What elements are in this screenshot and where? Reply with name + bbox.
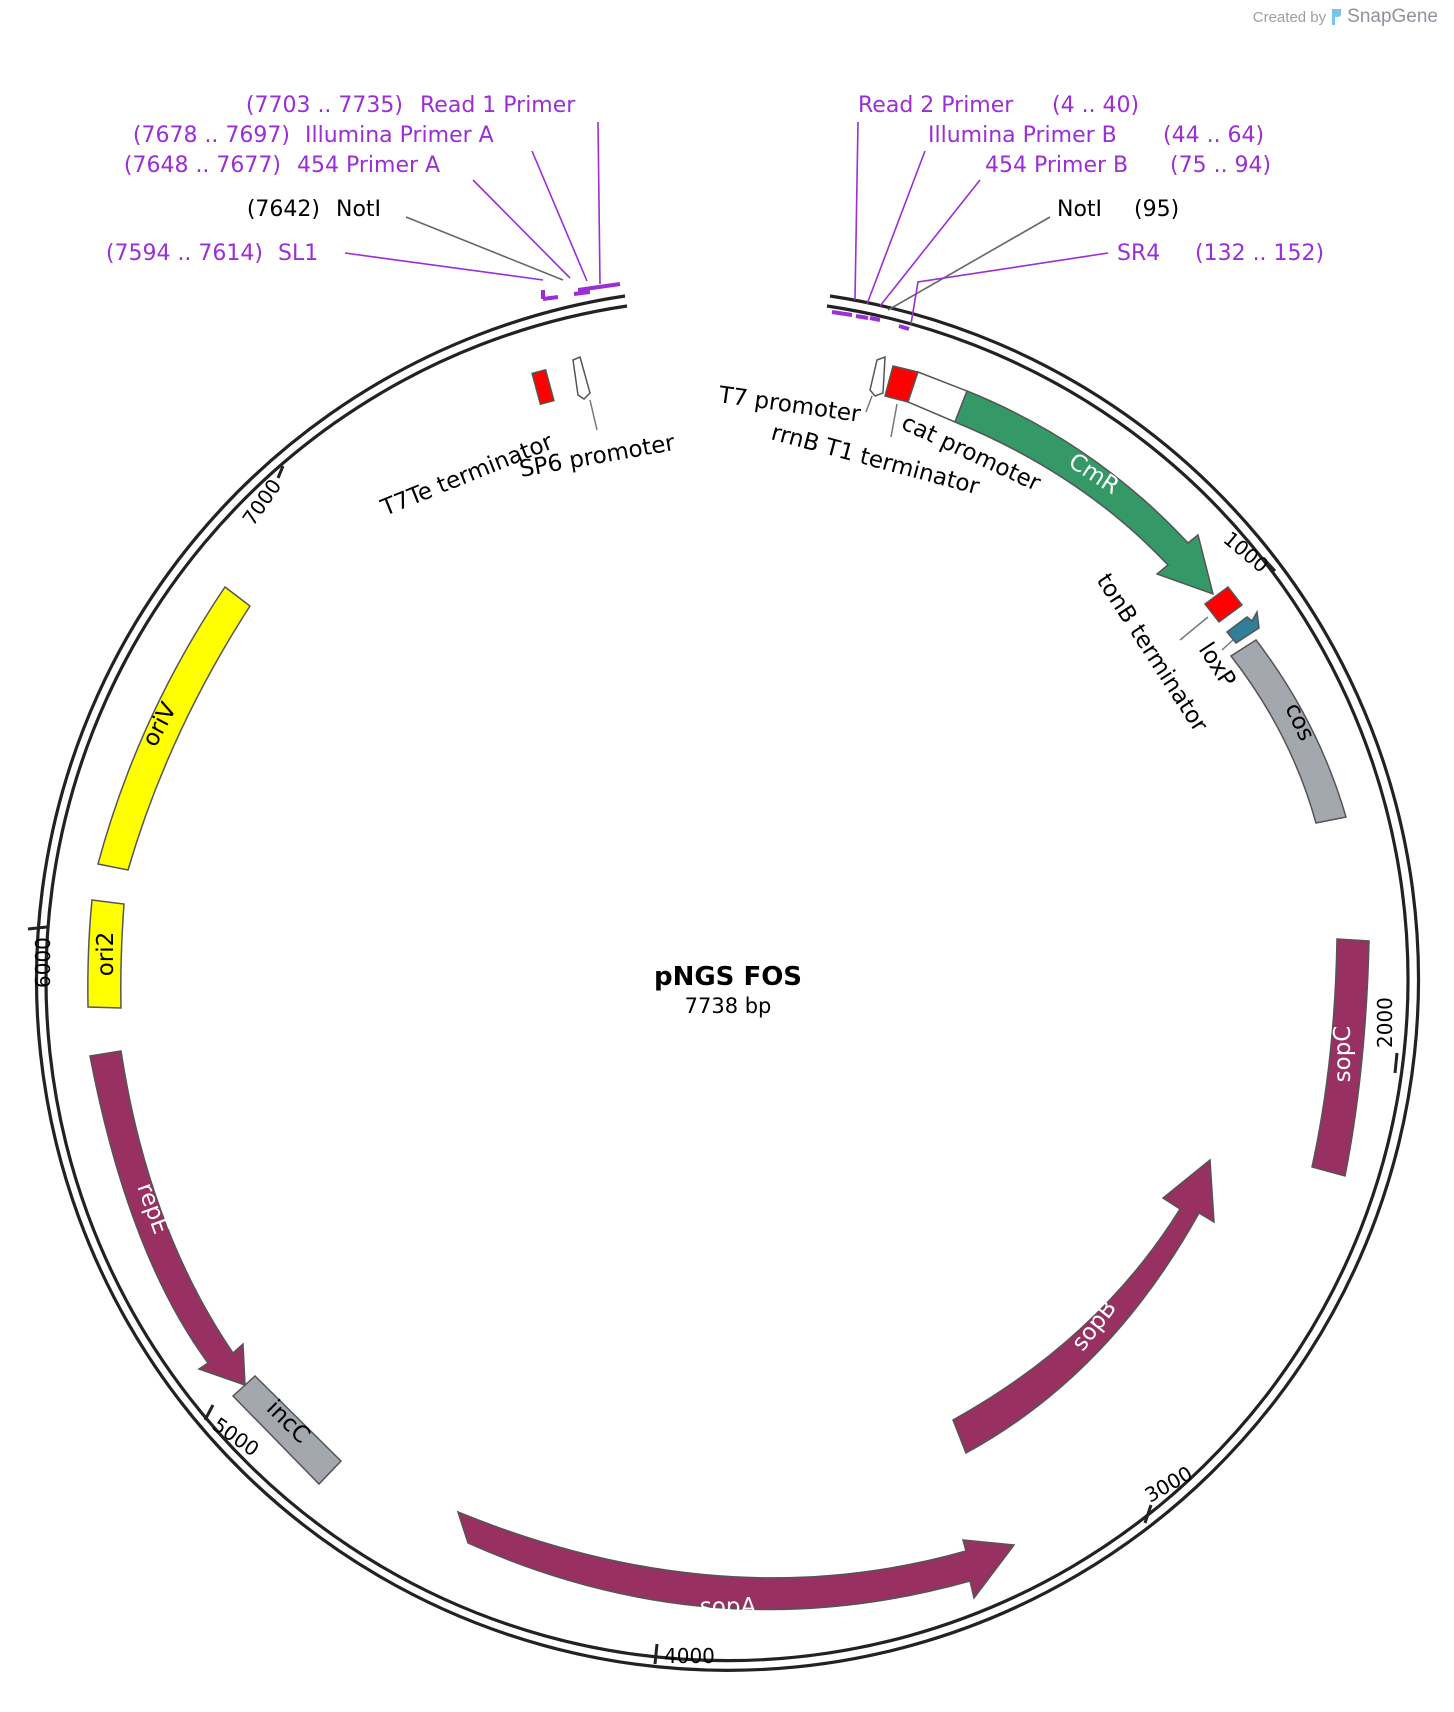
feature-sopb[interactable] (952, 1158, 1215, 1455)
outer-labels-right: Read 2 Primer (4 .. 40) Illumina Primer … (858, 93, 1324, 266)
feature-t7te-terminator[interactable] (531, 368, 555, 406)
tick-label-6000: 6000 (31, 937, 55, 988)
tick-2000 (1393, 1052, 1399, 1074)
tick-7000 (276, 465, 285, 479)
leader-sr4 (910, 252, 1109, 325)
label-454b-name: 454 Primer B (985, 153, 1128, 178)
label-ori2: ori2 (93, 932, 119, 977)
label-illumina-b-name: Illumina Primer B (928, 123, 1117, 148)
primer-mark-read2 (831, 310, 853, 317)
outer-leaders (344, 121, 1109, 325)
feature-loxp[interactable] (1225, 609, 1260, 644)
leader-454a (472, 179, 571, 279)
label-illumina-a-name: Illumina Primer A (305, 123, 494, 148)
primer-mark-454a (542, 295, 559, 301)
leader-read2 (854, 121, 859, 301)
feature-repe[interactable] (89, 1050, 246, 1387)
feature-t7-promoter[interactable] (869, 355, 886, 397)
primer-mark-illumina-b (855, 314, 869, 320)
snapgene-credit: Created by SnapGene (1253, 6, 1438, 28)
tick-3000 (1143, 1504, 1153, 1524)
label-notr-range: (95) (1134, 197, 1179, 222)
leader-sp6 (589, 399, 598, 431)
leader-454b (879, 179, 981, 307)
tick-marks (27, 465, 1399, 1665)
label-454a-range: (7648 .. 7677) (124, 153, 281, 178)
label-t7-promoter: T7 promoter (716, 382, 862, 428)
label-sl1-range: (7594 .. 7614) (106, 241, 263, 266)
leader-tonb (1179, 616, 1209, 641)
leader-read1 (597, 121, 601, 285)
tick-label-3000: 3000 (1141, 1461, 1197, 1507)
label-454b-range: (75 .. 94) (1170, 153, 1271, 178)
label-read1-range: (7703 .. 7735) (246, 93, 403, 118)
label-sl1-name: SL1 (278, 241, 318, 266)
backbone-inner-ring (44, 304, 1410, 1663)
leader-sl1 (344, 252, 544, 281)
label-sr4-name: SR4 (1117, 241, 1160, 266)
primer-marks (541, 282, 910, 331)
feature-sopc[interactable] (1311, 938, 1370, 1177)
leader-illumina-b (866, 150, 926, 305)
feature-sp6-promoter[interactable] (572, 355, 591, 400)
feature-sopa[interactable] (456, 1510, 1016, 1611)
primer-mark-illumina-a (573, 290, 591, 296)
label-sopa: sopA (700, 1594, 757, 1620)
inner-leaders (589, 395, 1234, 651)
tick-label-1000: 1000 (1219, 526, 1273, 577)
label-sr4-range: (132 .. 152) (1195, 241, 1324, 266)
features (87, 355, 1370, 1611)
label-notl-name: NotI (336, 197, 381, 222)
tick-5000 (203, 1404, 215, 1421)
label-illumina-b-range: (44 .. 64) (1163, 123, 1264, 148)
tick-labels: 1000 2000 3000 4000 5000 6000 7000 (31, 474, 1397, 1668)
tick-4000 (653, 1643, 659, 1665)
primer-mark-454b (869, 316, 881, 322)
credit-brand: SnapGene (1347, 6, 1438, 27)
tick-6000 (27, 925, 48, 931)
feature-incc[interactable] (231, 1374, 343, 1486)
leader-notl (405, 216, 564, 281)
leader-t7 (865, 395, 873, 413)
label-read1-name: Read 1 Primer (420, 93, 576, 118)
feature-tonb-terminator[interactable] (1203, 585, 1244, 624)
backbone-outer-ring (34, 294, 1421, 1672)
primer-mark-sr4 (898, 324, 910, 331)
primer-mark-read1 (577, 282, 621, 292)
feature-ori2[interactable] (87, 899, 125, 1009)
credit-prefix: Created by (1252, 8, 1327, 26)
backbone (34, 294, 1421, 1672)
leader-rrnb (890, 403, 898, 438)
tick-1000 (1261, 556, 1277, 573)
inner-labels: T7Te terminator SP6 promoter T7 promoter… (377, 382, 1241, 737)
feature-cmr[interactable] (954, 390, 1215, 596)
label-loxp: loxP (1193, 638, 1241, 692)
feature-cos[interactable] (1229, 638, 1347, 824)
tick-label-4000: 4000 (664, 1644, 715, 1668)
label-read2-range: (4 .. 40) (1052, 93, 1139, 118)
label-illumina-a-range: (7678 .. 7697) (133, 123, 290, 148)
label-notr-name: NotI (1057, 197, 1102, 222)
label-sopc: sopC (1330, 1026, 1356, 1083)
plasmid-size: 7738 bp (685, 994, 772, 1018)
leader-notr (887, 216, 1051, 311)
label-read2-name: Read 2 Primer (858, 93, 1014, 118)
label-454a-name: 454 Primer A (297, 153, 440, 178)
feature-oriv[interactable] (97, 585, 252, 871)
leader-illumina-a (531, 150, 588, 282)
tick-label-2000: 2000 (1373, 997, 1397, 1048)
label-notl-range: (7642) (247, 197, 320, 222)
leader-loxp (1221, 639, 1234, 651)
plasmid-name: pNGS FOS (654, 962, 802, 992)
snapgene-logo-icon (1332, 9, 1342, 25)
outer-labels-left: (7703 .. 7735) Read 1 Primer (7678 .. 76… (106, 93, 576, 266)
